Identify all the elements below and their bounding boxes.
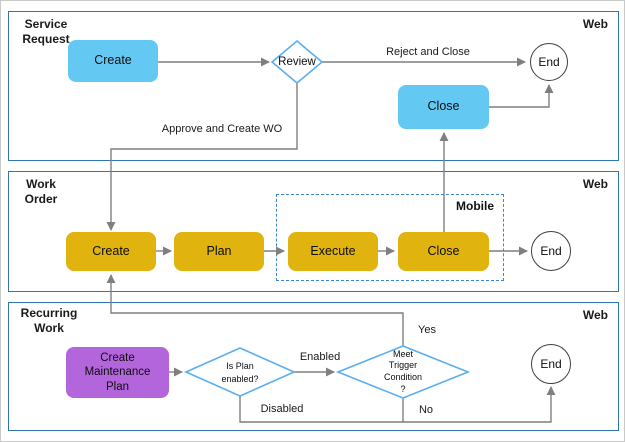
node-wo-execute: Execute [288,232,378,271]
node-sr-close: Close [398,85,489,129]
node-sr-end: End [530,43,568,81]
edge-label-no: No [418,404,434,416]
edge-label-reject-and-close: Reject and Close [386,46,470,58]
edge-label-disabled: Disabled [260,403,304,415]
lane-service-request-web-label: Web [582,17,608,31]
node-wo-end: End [531,231,571,271]
node-review-label: Review [278,56,316,68]
edge-label-enabled: Enabled [299,351,341,363]
node-wo-plan: Plan [174,232,264,271]
edge-label-yes: Yes [418,324,436,336]
lane-service-request: Service Request Web [8,11,619,161]
lane-recurring-work-label: Recurring Work [20,306,78,335]
node-meet-trigger-condition-label: Meet Trigger Condition ? [383,348,423,394]
node-rw-create-maintenance-plan: Create Maintenance Plan [66,347,169,398]
node-is-plan-enabled-label: Is Plan enabled? [221,361,259,384]
node-sr-create: Create [68,40,158,82]
lane-work-order-label: Work Order [24,177,58,206]
node-wo-close: Close [398,232,489,271]
edge-label-approve-and-create-wo: Approve and Create WO [161,123,283,135]
lane-service-request-label: Service Request [22,17,70,46]
node-rw-end: End [531,344,571,384]
node-wo-create: Create [66,232,156,271]
mobile-group-label: Mobile [456,199,494,213]
lane-recurring-work-web-label: Web [582,308,608,322]
lane-work-order-web-label: Web [582,177,608,191]
